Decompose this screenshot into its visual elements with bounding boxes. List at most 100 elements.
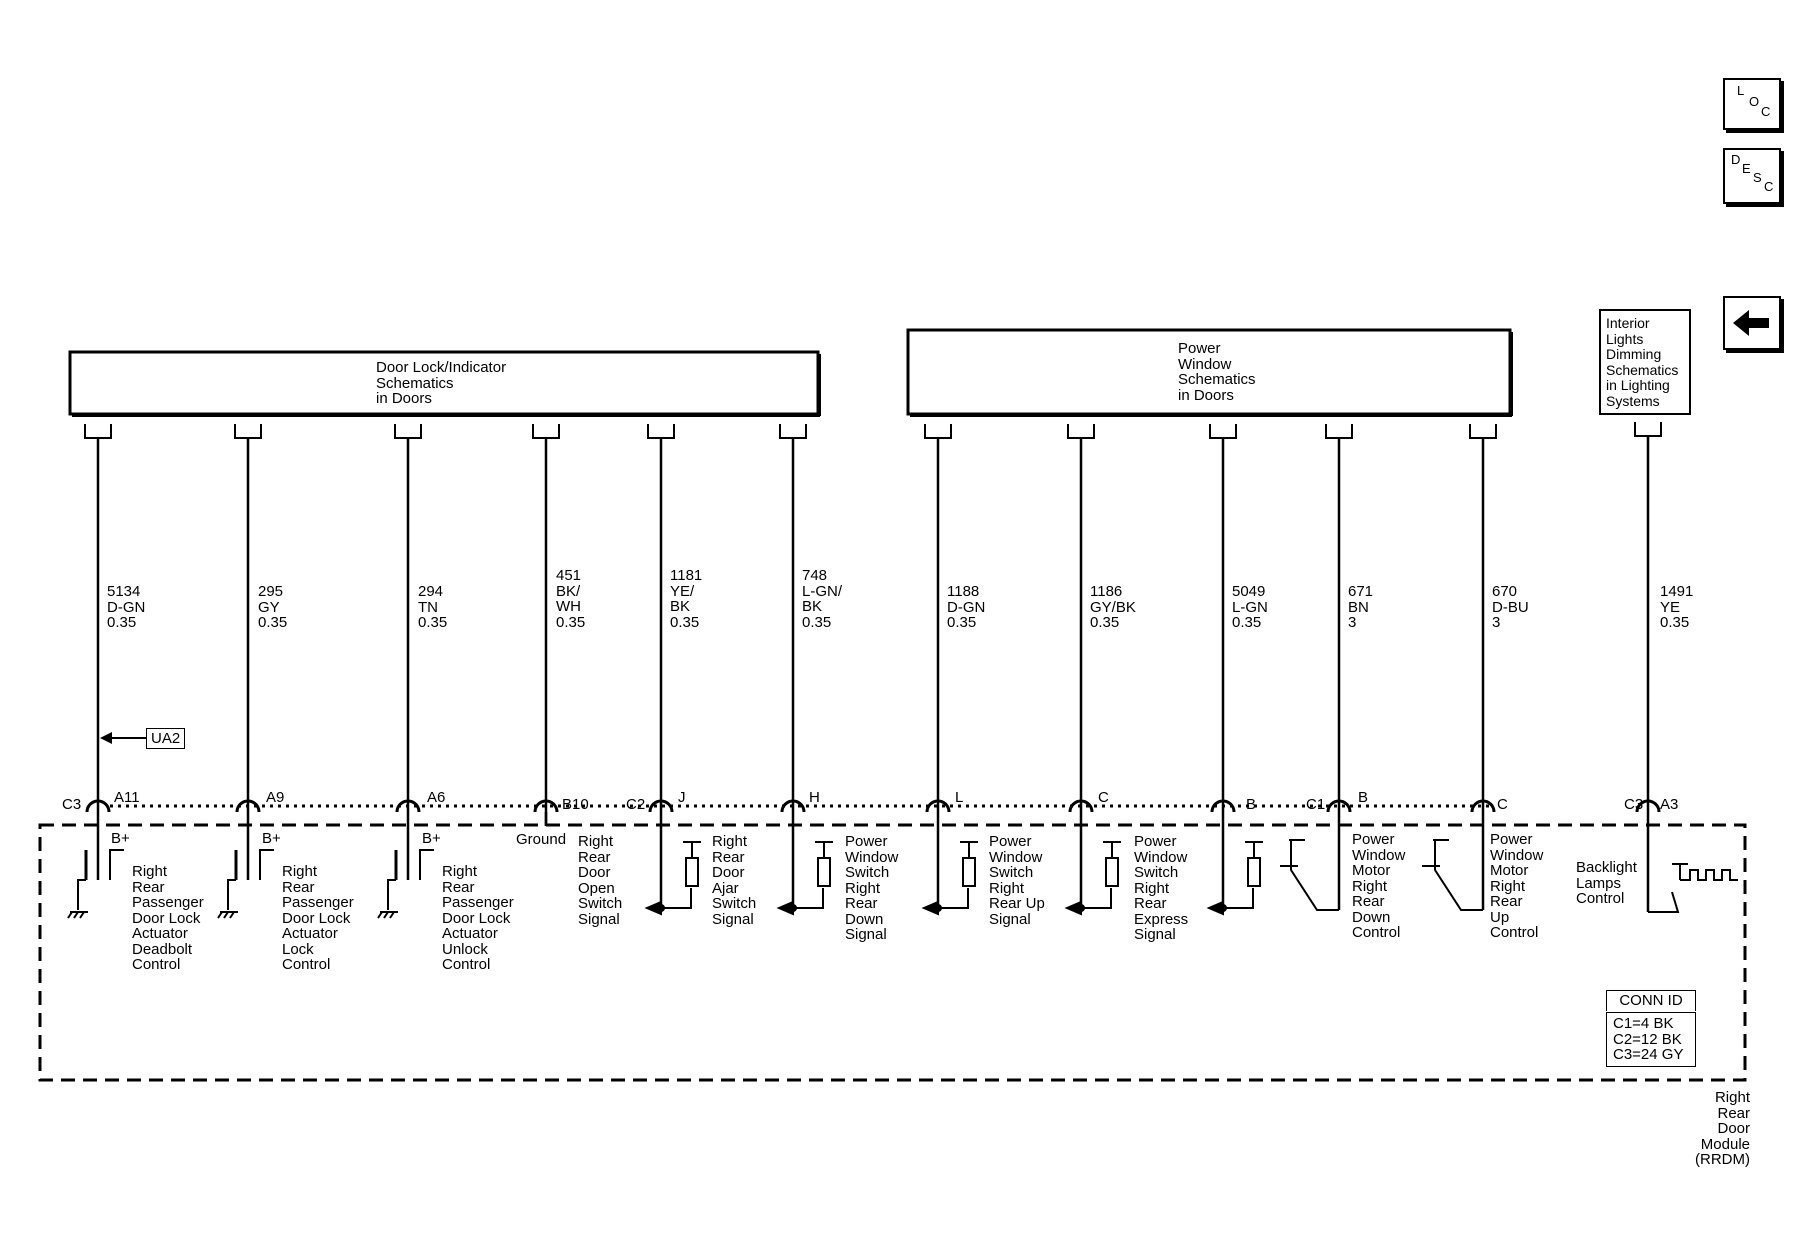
- rrdm-module-outline: [38, 823, 1747, 1082]
- loc-letter-l: L: [1737, 83, 1745, 98]
- motor-down-label: Power Window Motor Right Rear Down Contr…: [1352, 831, 1406, 941]
- wire-label: 1188 D-GN 0.35: [947, 583, 986, 631]
- wire-label: 294 TN 0.35: [418, 583, 448, 631]
- terminal-bracket: [779, 424, 807, 439]
- ua2-reference[interactable]: UA2: [146, 728, 186, 749]
- resistor-lead: [793, 888, 824, 909]
- pin-label: B: [1246, 796, 1257, 813]
- desc-letter-e: E: [1742, 161, 1751, 176]
- ground-label: Ground: [516, 831, 567, 848]
- wire-label: 1186 GY/BK 0.35: [1090, 583, 1136, 631]
- junction-dot: [1219, 904, 1227, 912]
- back-button[interactable]: [1723, 296, 1781, 350]
- unlock-control-label: Right Rear Passenger Door Lock Actuator …: [442, 863, 514, 973]
- terminal-bracket: [394, 424, 422, 439]
- resistor: [1247, 857, 1261, 887]
- wire-layer: [84, 422, 1662, 826]
- wire-label: 295 GY 0.35: [258, 583, 288, 631]
- bplus-label: B+: [422, 830, 441, 847]
- driver-ground-lead: [77, 879, 86, 910]
- terminal-bracket: [234, 424, 262, 439]
- pw-switch-express-label: Power Window Switch Right Rear Express S…: [1134, 833, 1189, 943]
- wire-label: 748 L-GN/ BK 0.35: [802, 567, 843, 631]
- pw-switch-up-label: Power Window Switch Right Rear Up Signal: [989, 833, 1045, 928]
- conn-id-title: CONN ID: [1606, 990, 1696, 1011]
- pin-label: A6: [427, 789, 446, 806]
- door-lock-box: [68, 350, 820, 416]
- pin-label: A9: [266, 789, 285, 806]
- wire-label: 671 BN 3: [1348, 583, 1374, 631]
- backlight-control-label: Backlight Lamps Control: [1576, 859, 1637, 907]
- terminal-bracket: [532, 424, 560, 439]
- connector-c2: C2: [626, 796, 646, 813]
- wire-label: 670 D-BU 3: [1492, 583, 1529, 631]
- door-lock-box-text: Door Lock/Indicator Schematics in Doors: [376, 359, 507, 407]
- pw-switch-down-label: Power Window Switch Right Rear Down Sign…: [845, 833, 899, 943]
- resistor-supply: [960, 841, 978, 858]
- desc-letter-s: S: [1753, 170, 1762, 185]
- terminal-bracket: [1209, 424, 1237, 439]
- resistor-lead: [1223, 888, 1254, 909]
- terminal-bracket: [1067, 424, 1095, 439]
- power-window-box: [906, 328, 1512, 416]
- pin-label: B: [1358, 789, 1369, 806]
- junction-dot: [657, 904, 665, 912]
- motor-up-label: Power Window Motor Right Rear Up Control: [1490, 831, 1544, 941]
- terminal-bracket: [924, 424, 952, 439]
- resistor-lead: [1081, 888, 1112, 909]
- junction-dot: [934, 904, 942, 912]
- resistor-supply: [683, 841, 701, 858]
- pin-label: A3: [1660, 796, 1679, 813]
- terminal-bracket: [1325, 424, 1353, 439]
- terminal-bracket: [1634, 422, 1662, 437]
- pin-label: B10: [562, 796, 589, 813]
- driver-bplus: [259, 849, 274, 880]
- resistor-lead: [661, 888, 692, 909]
- pin-label: H: [809, 789, 820, 806]
- resistor: [962, 857, 976, 887]
- ground-symbol: [217, 911, 238, 919]
- terminal-bracket: [647, 424, 675, 439]
- driver-bplus: [419, 849, 434, 880]
- driver-ground-lead: [387, 879, 396, 910]
- loc-letter-c: C: [1761, 104, 1771, 119]
- loc-letter-o: O: [1749, 94, 1760, 109]
- desc-button[interactable]: D E S C: [1723, 148, 1781, 204]
- loc-button[interactable]: L O C: [1723, 78, 1781, 130]
- pin-label: C: [1098, 789, 1109, 806]
- bplus-label: B+: [262, 830, 281, 847]
- resistor-lead: [938, 888, 969, 909]
- interior-lights-box: [1599, 309, 1691, 415]
- resistor: [685, 857, 699, 887]
- pin-label: L: [955, 789, 964, 806]
- junction-dot: [789, 904, 797, 912]
- bplus-label: B+: [111, 830, 130, 847]
- resistor: [817, 857, 831, 887]
- lock-control-label: Right Rear Passenger Door Lock Actuator …: [282, 863, 354, 973]
- device-layer: [67, 812, 1738, 919]
- deadbolt-control-label: Right Rear Passenger Door Lock Actuator …: [132, 863, 204, 973]
- conn-id-list: C1=4 BK C2=12 BK C3=24 GY: [1606, 1012, 1696, 1067]
- resistor-supply: [1103, 841, 1121, 858]
- pin-label: A11: [114, 789, 140, 806]
- pin-label: J: [678, 789, 686, 806]
- junction-dot: [1077, 904, 1085, 912]
- wire-label: 1181 YE/ BK 0.35: [670, 567, 703, 631]
- connector-c3: C3: [62, 796, 82, 813]
- driver-bplus: [109, 849, 124, 880]
- pwm-driver: [1648, 863, 1738, 913]
- ground-symbol: [377, 911, 398, 919]
- wire-label: 1491 YE 0.35: [1660, 583, 1694, 631]
- resistor: [1105, 857, 1119, 887]
- desc-letter-c: C: [1764, 179, 1774, 194]
- wire-label: 451 BK/ WH 0.35: [556, 567, 586, 631]
- pin-label: C: [1497, 796, 1508, 813]
- connector-c3-b: C3: [1624, 796, 1644, 813]
- connector-c1: C1: [1306, 796, 1326, 813]
- resistor-supply: [1245, 841, 1263, 858]
- interior-lights-box-text: Interior Lights Dimming Schematics in Li…: [1606, 315, 1679, 409]
- terminal-bracket: [84, 424, 112, 439]
- desc-letter-d: D: [1731, 152, 1741, 167]
- relay-contact: [1434, 840, 1483, 911]
- door-open-switch-label: Right Rear Door Open Switch Signal: [578, 833, 623, 928]
